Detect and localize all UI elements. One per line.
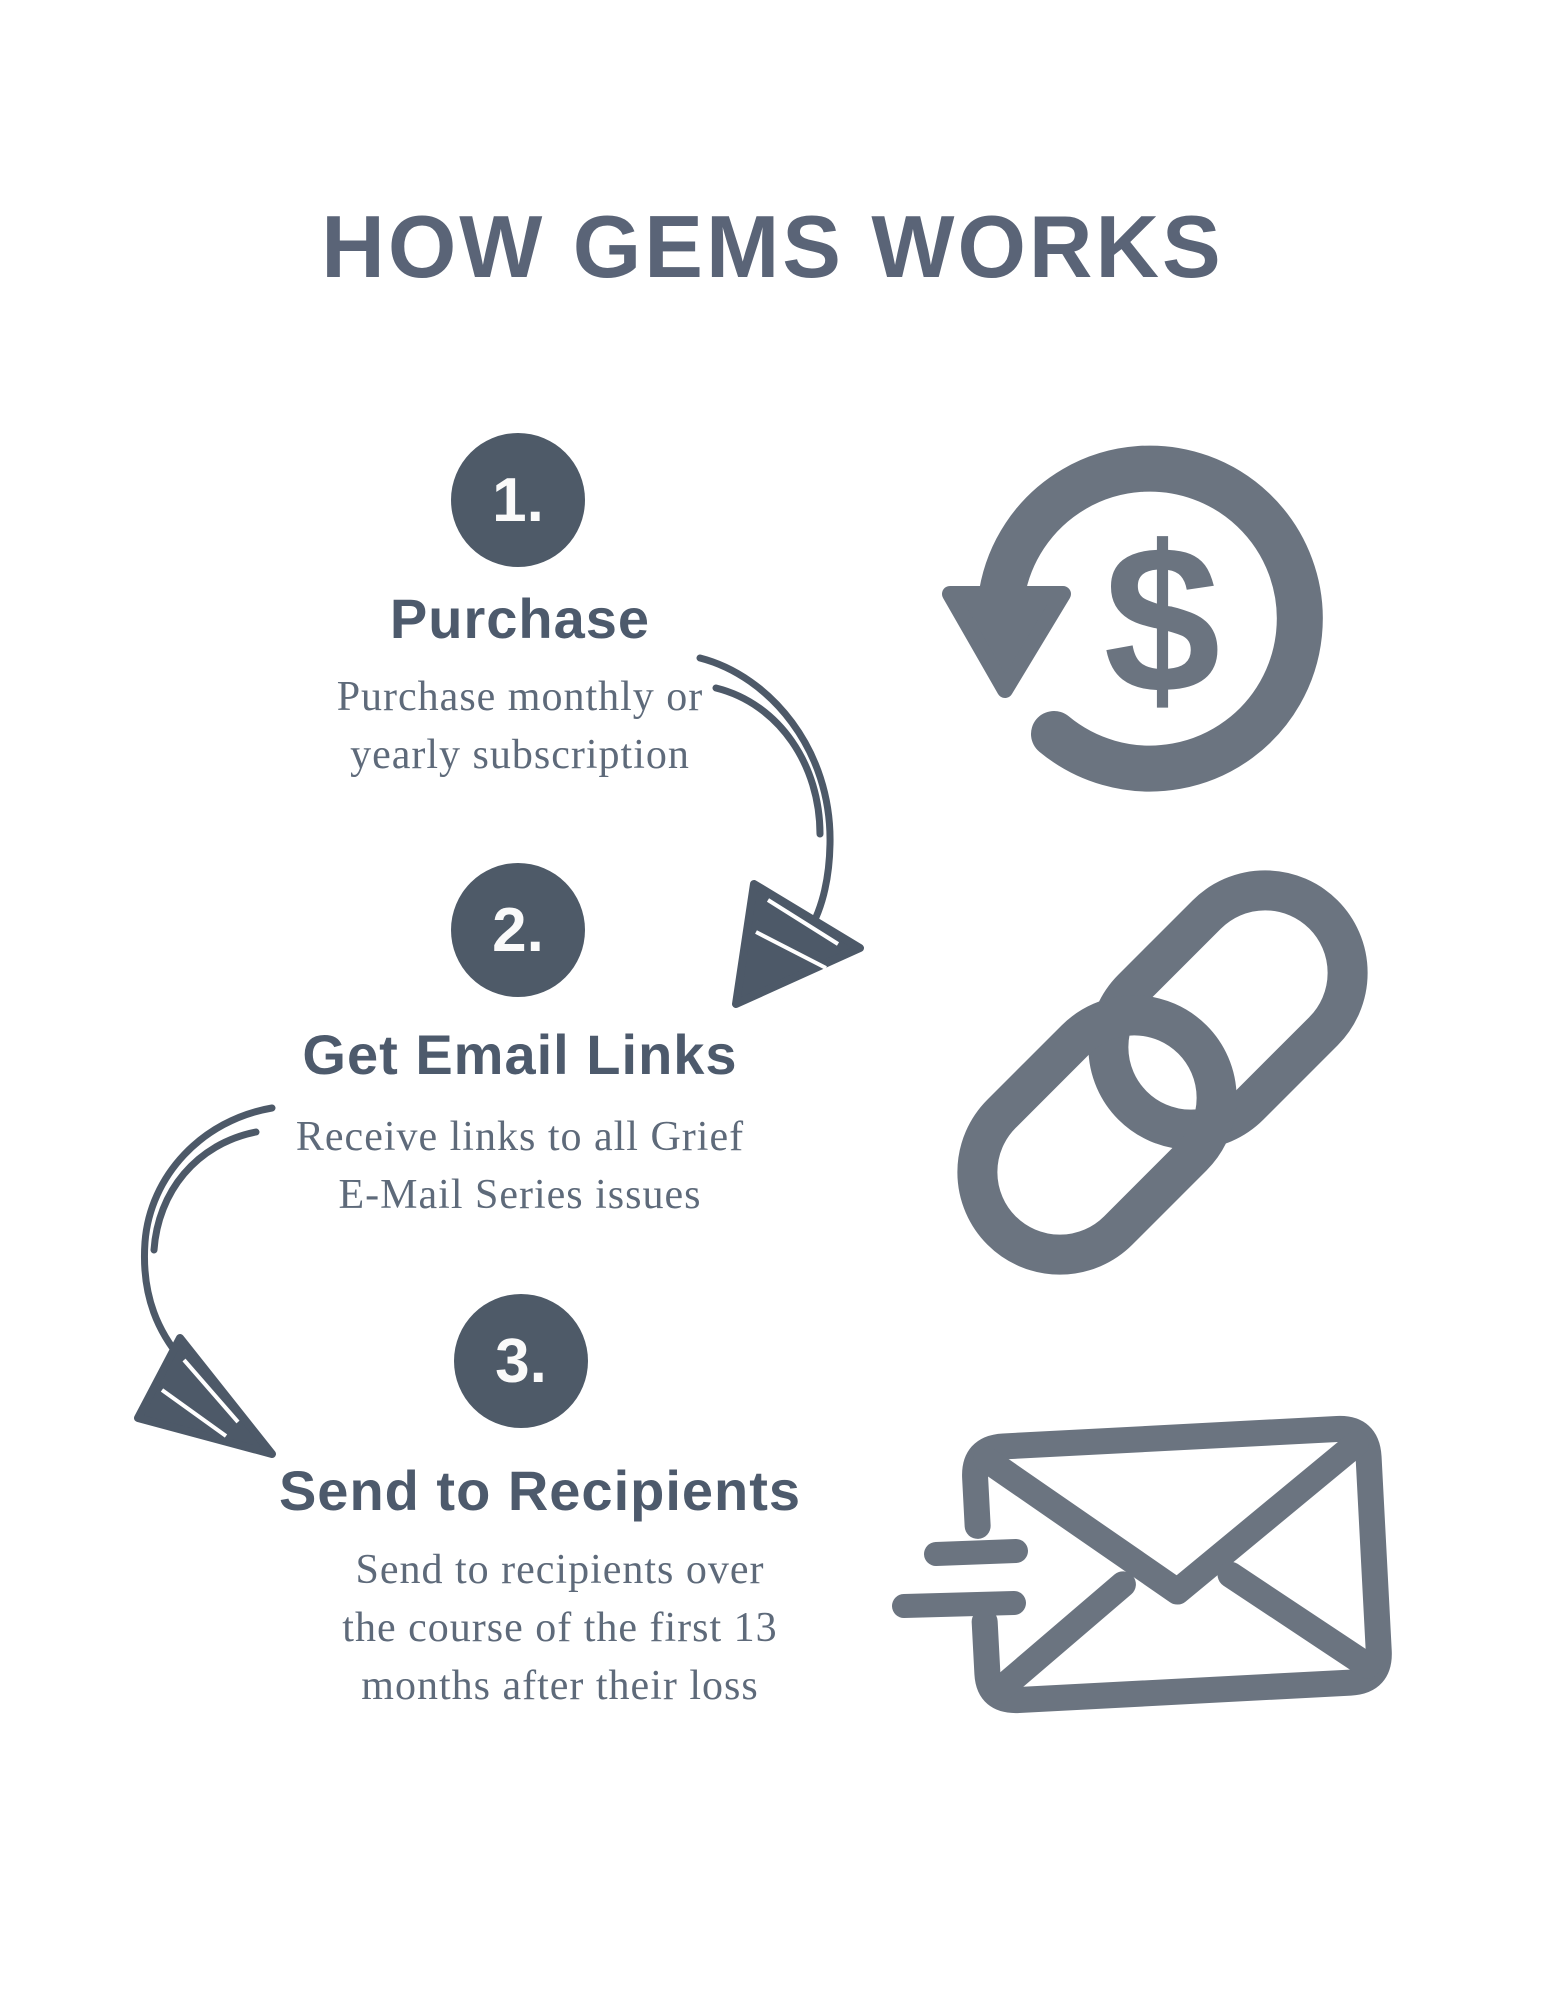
- step-2-number-badge: 2.: [451, 863, 585, 997]
- step-3-number: 3.: [495, 1326, 547, 1396]
- step-1-heading: Purchase: [389, 587, 651, 650]
- step-3-description-line-1: Send to recipients over: [355, 1547, 765, 1593]
- step-1-description: Purchase monthly or yearly subscription: [170, 668, 870, 784]
- link-lower-loop: [957, 995, 1237, 1275]
- step-1-number-badge: 1.: [451, 433, 585, 567]
- step-2-description-line-2: E-Mail Series issues: [338, 1172, 702, 1218]
- step-1-description-line-2: yearly subscription: [350, 732, 690, 778]
- speed-lines: [892, 1539, 1028, 1618]
- step-1-description-line-1: Purchase monthly or: [336, 674, 704, 720]
- envelope-lower-left-fold: [985, 1571, 1136, 1705]
- step-3-number-badge: 3.: [454, 1294, 588, 1428]
- envelope-flap: [973, 1431, 1369, 1605]
- step-1-number: 1.: [492, 465, 544, 535]
- link-icon: [957, 870, 1368, 1275]
- hand-drawn-arrow-2-icon: [134, 1104, 276, 1458]
- step-2-heading: Get Email Links: [302, 1023, 738, 1086]
- step-2-description-line-1: Receive links to all Grief: [295, 1114, 745, 1160]
- dollar-refresh-icon: $: [942, 445, 1323, 792]
- step-3-description-line-3: months after their loss: [361, 1663, 759, 1709]
- link-upper-loop: [1088, 870, 1368, 1150]
- envelope-lower-right-fold: [1217, 1561, 1381, 1679]
- step-3-description-line-2: the course of the first 13: [342, 1605, 778, 1651]
- dollar-sign: $: [1104, 502, 1221, 737]
- refresh-ring: [979, 445, 1323, 792]
- refresh-arrowhead: [942, 586, 1071, 698]
- step-2-number: 2.: [492, 895, 544, 965]
- step-2-description: Receive links to all Grief E-Mail Series…: [170, 1108, 870, 1224]
- page-title: HOW GEMS WORKS: [321, 197, 1224, 296]
- step-3-description: Send to recipients over the course of th…: [210, 1541, 910, 1715]
- hand-drawn-arrow-1-icon: [696, 654, 864, 1008]
- step-3-heading: Send to Recipients: [278, 1459, 802, 1522]
- email-send-icon: [892, 1415, 1392, 1713]
